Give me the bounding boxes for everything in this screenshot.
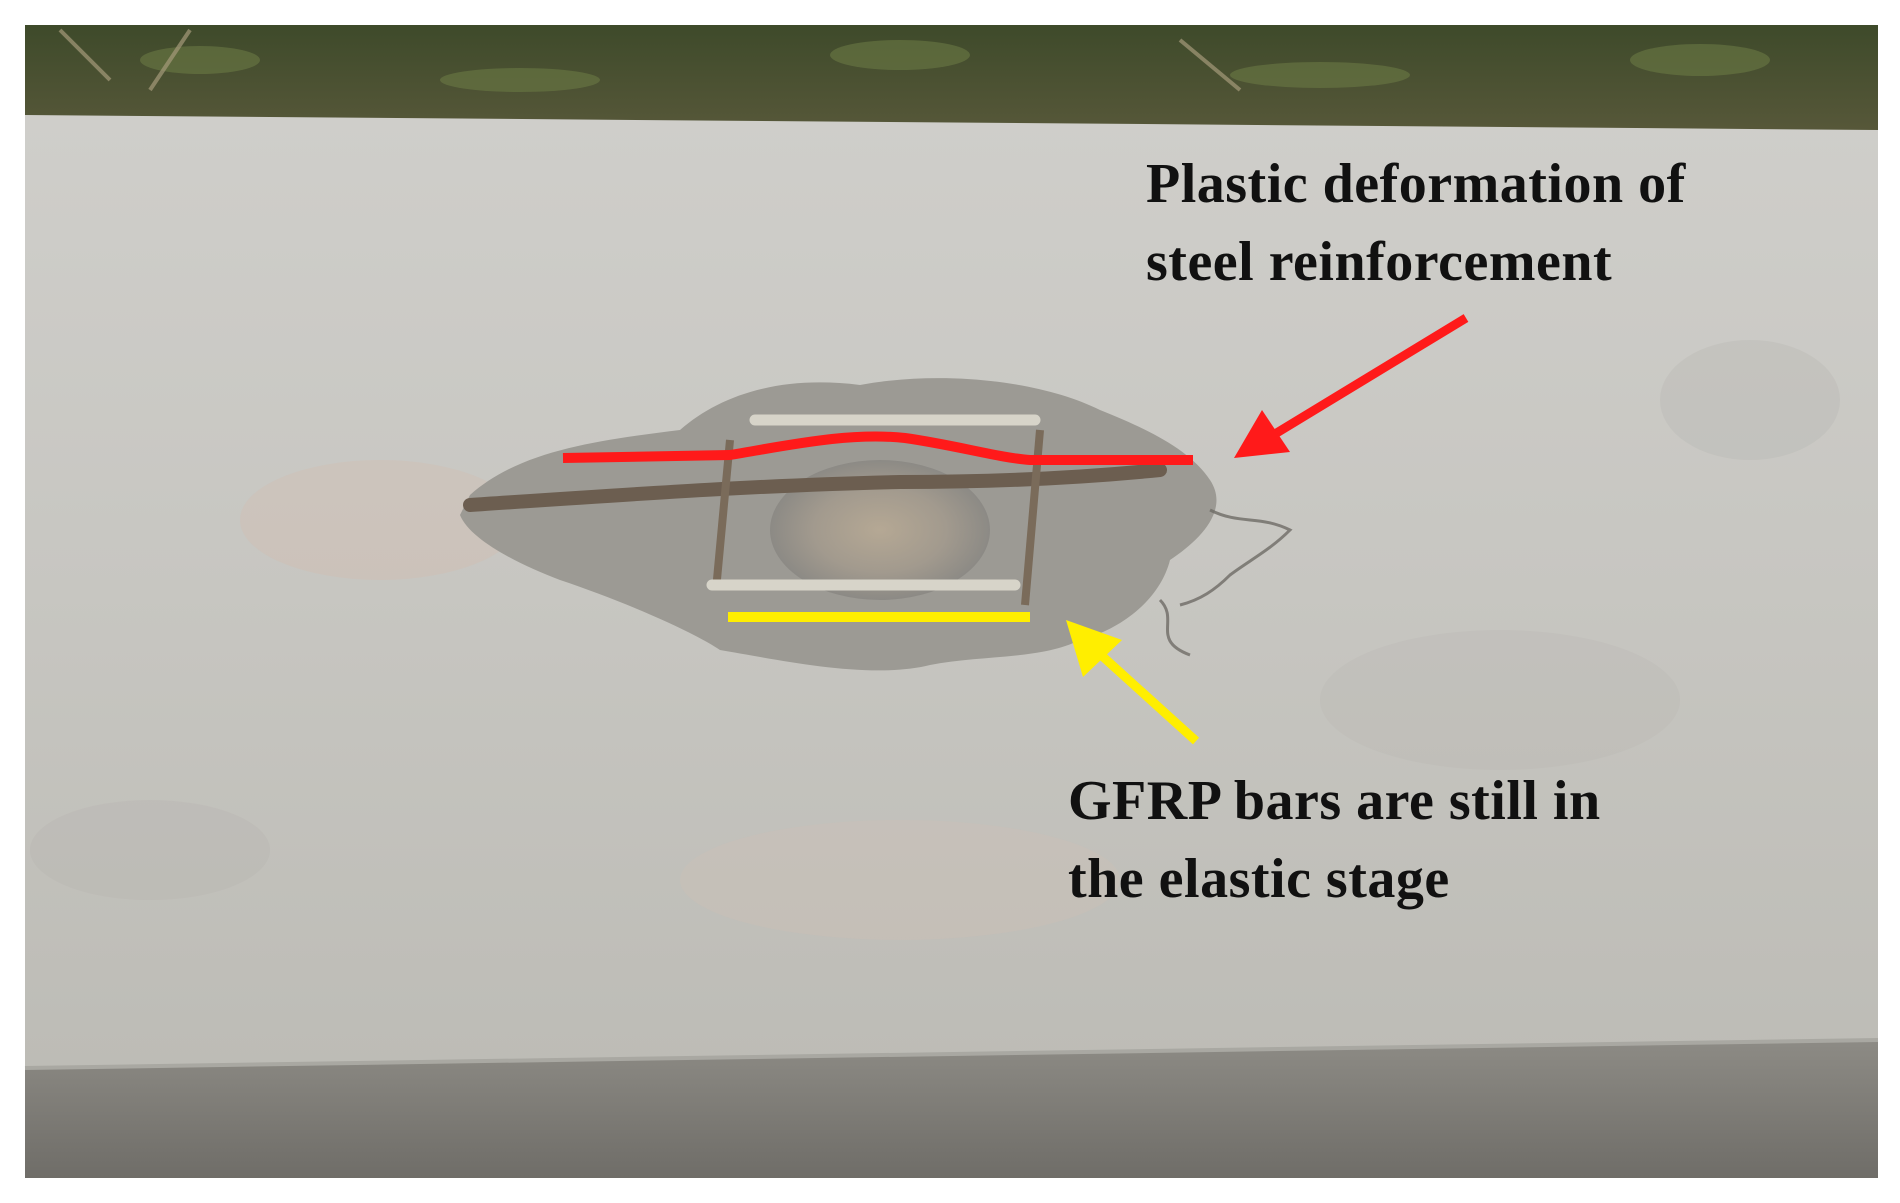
steel-arrow-shaft — [1262, 314, 1469, 444]
slab-edge — [24, 1038, 1879, 1070]
steel-label-line-1: Plastic deformation of — [1146, 153, 1686, 215]
gfrp-annotation — [728, 612, 1200, 745]
steel-annotation — [562, 314, 1469, 465]
gfrp-label-line-2: the elastic stage — [1068, 848, 1450, 910]
gfrp-bars — [706, 414, 1041, 591]
gfrp-label-line-1: GFRP bars are still in — [1068, 770, 1601, 832]
steel-deformation-label: Plastic deformation of steel reinforceme… — [1146, 145, 1686, 301]
exposed-core — [770, 460, 990, 600]
surface-stains — [30, 340, 1840, 940]
gfrp-elastic-label: GFRP bars are still in the elastic stage — [1068, 762, 1601, 918]
gfrp-arrow-head-icon — [1066, 620, 1122, 677]
gfrp-arrow-shaft — [1086, 641, 1200, 745]
dry-grass-strands — [58, 28, 1242, 92]
steel-label-line-2: steel reinforcement — [1146, 231, 1613, 293]
steel-rebar — [463, 463, 1167, 512]
grass-texture — [140, 40, 1770, 92]
crack-lines — [1158, 508, 1293, 657]
steel-arrow-head-icon — [1234, 410, 1290, 458]
concrete-slab-side — [25, 1040, 1878, 1178]
steel-highlight-line — [562, 431, 1193, 465]
